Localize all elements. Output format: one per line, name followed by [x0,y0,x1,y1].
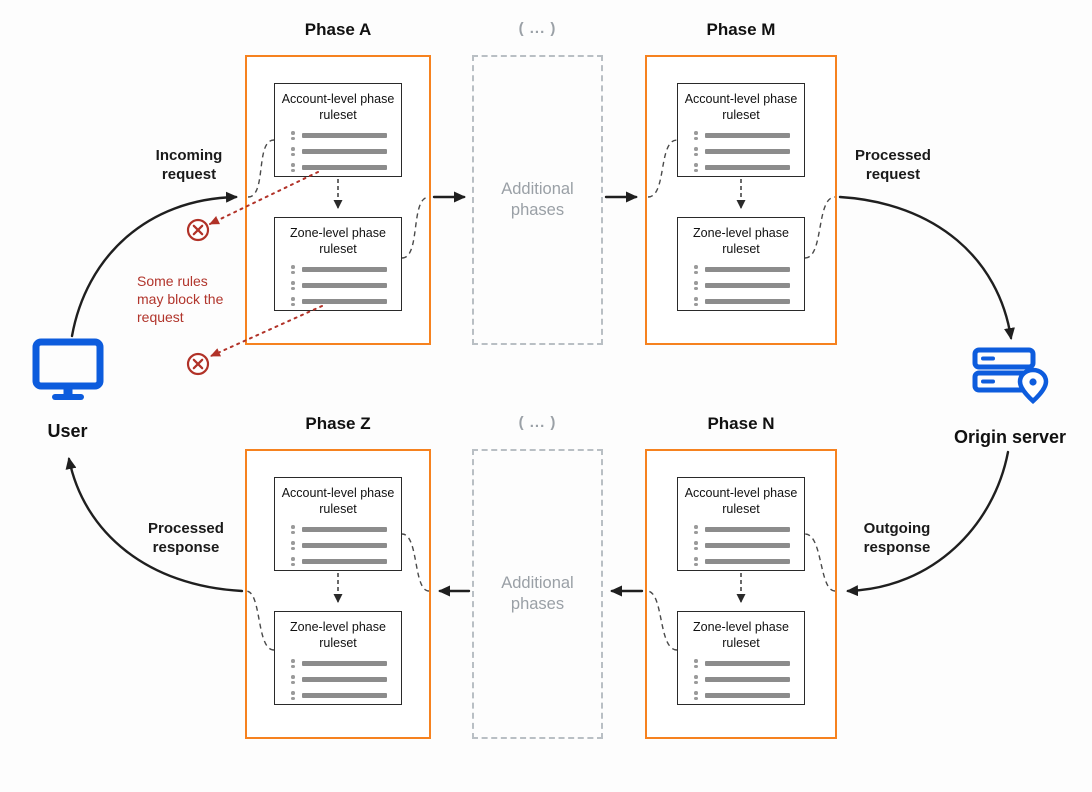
circled-x-icon [186,218,210,242]
account-ruleset-label: Account-level phase ruleset [684,92,798,122]
arrow-phase-m-to-origin [838,195,1015,340]
phase-m-frame: Account-level phase ruleset Zone-level p… [645,55,837,345]
account-ruleset-card: Account-level phase ruleset [677,477,805,571]
phase-z: Phase Z Account-level phase ruleset Zone… [245,414,431,739]
zone-ruleset-label: Zone-level phase ruleset [290,620,386,650]
server-location-pin-icon [972,347,1049,404]
processed-request-label: Processed request [855,147,931,183]
processed-response-label: Processed response [148,520,224,556]
zone-ruleset-card: Zone-level phase ruleset [677,217,805,311]
additional-phases-bottom: ( ... ) Additional phases [472,414,603,739]
additional-phases-top-frame: Additional phases [472,55,603,345]
zone-ruleset-card: Zone-level phase ruleset [274,611,402,705]
account-ruleset-label: Account-level phase ruleset [684,486,798,516]
block-warning-text: Some rules may block the request [137,273,224,326]
additional-phases-top-label: Additional phases [501,179,574,219]
origin-server-node: Origin server [938,346,1082,448]
account-ruleset-card: Account-level phase ruleset [677,83,805,177]
zone-ruleset-label: Zone-level phase ruleset [290,226,386,256]
account-ruleset-label: Account-level phase ruleset [281,486,395,516]
phase-a-title: Phase A [304,20,372,39]
ruleset-lines [291,265,387,306]
zone-ruleset-label: Zone-level phase ruleset [693,620,789,650]
phase-n: Phase N Account-level phase ruleset Zone… [645,414,837,739]
outgoing-response-label: Outgoing response [863,520,931,556]
incoming-request-label: Incoming request [155,147,223,183]
circled-x-icon [186,352,210,376]
ruleset-lines [694,265,790,306]
phase-m: Phase M Account-level phase ruleset Zone… [645,20,837,345]
account-ruleset-card: Account-level phase ruleset [274,477,402,571]
account-ruleset-card: Account-level phase ruleset [274,83,402,177]
phase-a: Phase A Account-level phase ruleset Zone… [245,20,431,345]
phase-z-title: Phase Z [305,414,371,433]
ruleset-lines [291,659,387,700]
zone-ruleset-label: Zone-level phase ruleset [693,226,789,256]
phase-a-frame: Account-level phase ruleset Zone-level p… [245,55,431,345]
ruleset-lines [694,131,790,172]
ruleset-lines [291,131,387,172]
account-ruleset-label: Account-level phase ruleset [281,92,395,122]
origin-server-label: Origin server [953,427,1067,447]
phase-z-frame: Account-level phase ruleset Zone-level p… [245,449,431,739]
zone-ruleset-card: Zone-level phase ruleset [677,611,805,705]
zone-ruleset-card: Zone-level phase ruleset [274,217,402,311]
additional-phases-top: ( ... ) Additional phases [472,20,603,345]
phase-m-title: Phase M [706,20,776,39]
ruleset-lines [694,659,790,700]
user-label: User [47,421,88,441]
ruleset-lines [694,525,790,566]
additional-phases-bottom-frame: Additional phases [472,449,603,739]
phase-n-frame: Account-level phase ruleset Zone-level p… [645,449,837,739]
additional-phases-top-header: ( ... ) [518,20,557,37]
additional-phases-bottom-header: ( ... ) [518,414,557,431]
ruleset-lines [291,525,387,566]
monitor-icon [32,338,103,400]
phase-n-title: Phase N [707,414,775,433]
user-node: User [20,338,115,442]
additional-phases-bottom-label: Additional phases [501,573,574,613]
